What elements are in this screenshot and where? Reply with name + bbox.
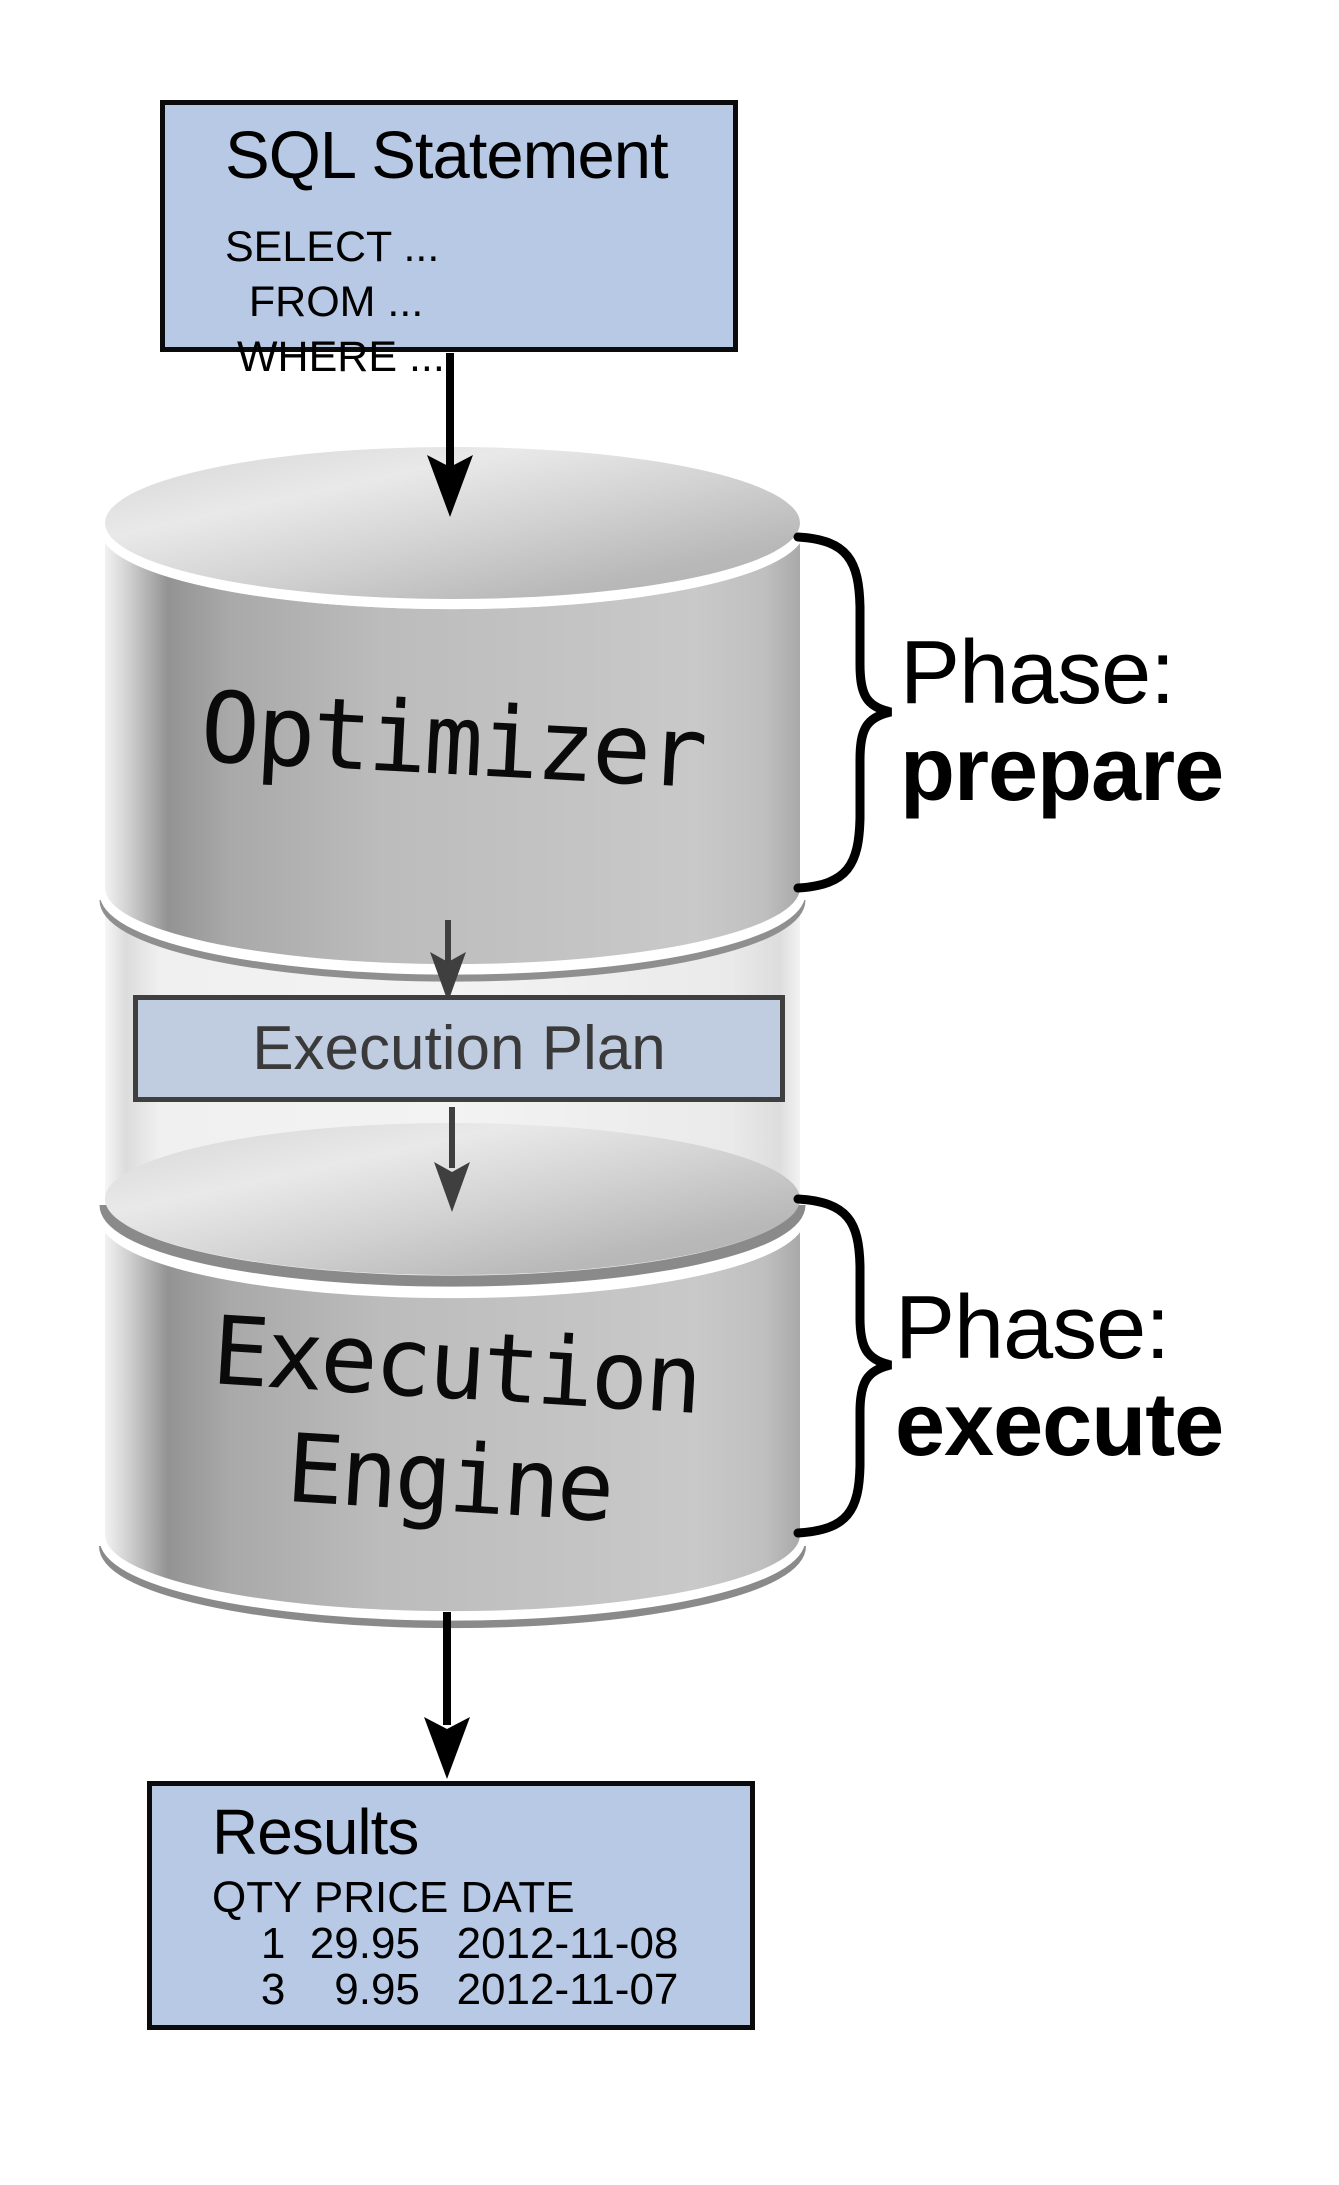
execution-engine-label: Execution Engine [99, 1289, 807, 1557]
results-title: Results [212, 1796, 419, 1868]
phase-execute-word: Phase: [895, 1278, 1170, 1378]
sql-statement-lines: SELECT ... FROM ... WHERE ... [165, 220, 733, 385]
phase-prepare-annotation: Phase: prepare [900, 623, 1224, 820]
engine-bottom-gap [99, 1538, 806, 1621]
results-header-row: QTY PRICE DATE [212, 1873, 575, 1922]
results-box: Results QTY PRICE DATE 1 29.95 2012-11-0… [147, 1781, 755, 2030]
phase-execute-value: execute [895, 1375, 1224, 1475]
sql-line-where: WHERE ... [225, 333, 445, 381]
execution-plan-label: Execution Plan [252, 1014, 666, 1083]
sql-statement-box: SQL Statement SELECT ... FROM ... WHERE … [160, 100, 738, 381]
optimizer-cylinder-body [105, 533, 800, 965]
optimizer-top-highlight [99, 526, 806, 610]
sql-statement-title: SQL Statement [225, 118, 669, 193]
arrow-sql-to-optimizer-icon [427, 353, 473, 517]
brace-execute-icon [793, 1194, 893, 1538]
phase-prepare-value: prepare [900, 720, 1224, 820]
phase-prepare-word: Phase: [900, 623, 1175, 723]
results-table: QTY PRICE DATE 1 29.95 2012-11-08 3 9.95… [152, 1875, 750, 2013]
optimizer-cylinder-top [105, 447, 800, 599]
engine-bottom-rim [99, 1545, 806, 1629]
results-row-2: 3 9.95 2012-11-07 [212, 1965, 679, 2014]
engine-top-highlight [99, 1215, 806, 1299]
brace-prepare-icon [793, 532, 893, 893]
phase-execute-annotation: Phase: execute [895, 1278, 1224, 1475]
arrow-plan-to-engine-icon [434, 1107, 470, 1212]
sql-line-from: FROM ... [225, 278, 424, 326]
arrow-engine-to-results-icon [424, 1612, 470, 1779]
execution-plan-box: Execution Plan [133, 995, 785, 1102]
results-row-1: 1 29.95 2012-11-08 [212, 1919, 679, 1968]
engine-cylinder-body [105, 1221, 800, 1612]
sql-line-select: SELECT ... [225, 223, 440, 271]
engine-top-rim [99, 1204, 806, 1287]
arrow-optimizer-to-plan-icon [430, 920, 466, 1002]
